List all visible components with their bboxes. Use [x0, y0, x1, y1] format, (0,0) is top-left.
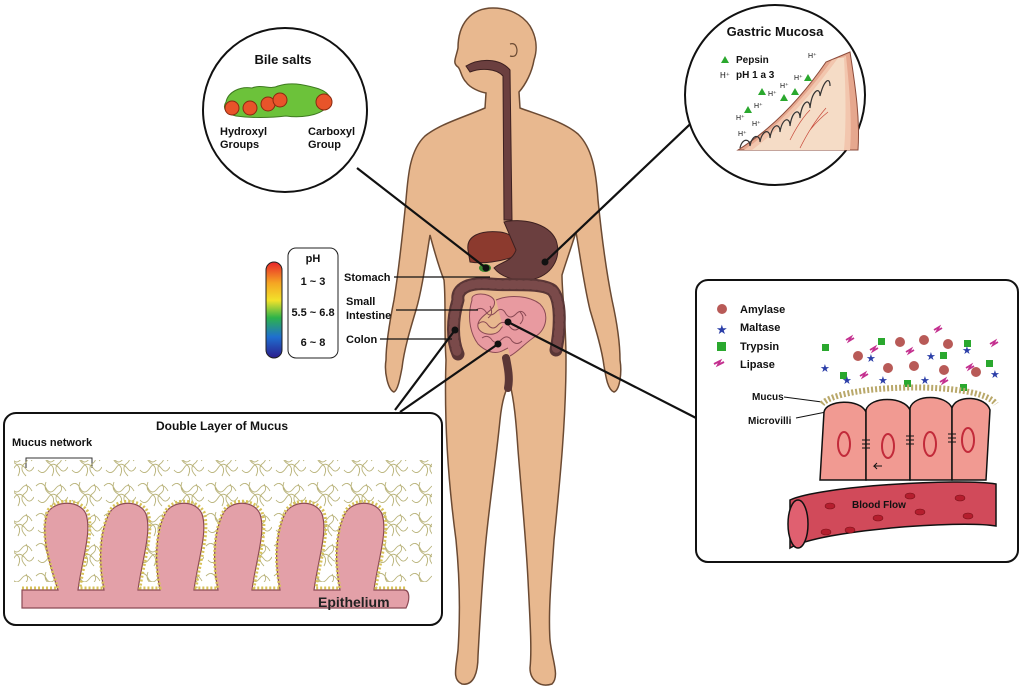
colon-label: Colon [346, 334, 377, 346]
h-ion-5: H⁺ [754, 102, 763, 110]
h-ion-1: H⁺ [808, 52, 817, 60]
pepsin-label: Pepsin [736, 55, 769, 66]
connector-lines [356, 109, 706, 421]
carboxyl-label-line1: Carboxyl [308, 126, 355, 138]
trypsin-label: Trypsin [740, 341, 779, 353]
h-ion-6: H⁺ [736, 114, 745, 122]
mucus-network-label: Mucus network [12, 437, 93, 449]
ph-colon-value: 6 ~ 8 [301, 337, 326, 349]
h-ion-2: H⁺ [794, 74, 803, 82]
enzyme-panel: Amylase ★ Maltase Trypsin Lipase ★★ ★★ ★… [695, 279, 1019, 563]
mucosa-tissue [736, 51, 860, 151]
organ-labels: Stomach Small Intestine Colon [344, 272, 490, 346]
blood-vessel: Blood Flow [787, 481, 997, 550]
svg-text:★: ★ [878, 375, 888, 387]
mucus-panel-title: Double Layer of Mucus [156, 419, 288, 433]
svg-text:★: ★ [962, 345, 972, 357]
h-ion-7: H⁺ [752, 120, 761, 128]
organ-dots [451, 258, 549, 348]
h-ion-legend: H⁺ [720, 71, 730, 80]
mucus-label: Mucus [752, 392, 784, 403]
svg-text:★: ★ [920, 375, 930, 387]
hydroxyl-label-line2: Groups [220, 139, 259, 151]
esophagus [465, 60, 513, 221]
ph-stomach-value: 1 ~ 3 [301, 276, 326, 288]
carboxyl-label-line2: Group [308, 139, 341, 151]
h-ion-8: H⁺ [738, 130, 747, 138]
stomach-label: Stomach [344, 272, 391, 284]
lipase-label: Lipase [740, 359, 775, 371]
small-intestine [469, 293, 547, 357]
svg-text:★: ★ [926, 351, 936, 363]
enzyme-particles: ★★ ★★ ★★ ★★ [820, 324, 1000, 391]
amylase-icon [717, 304, 727, 314]
ph-1-3-label: pH 1 a 3 [736, 70, 775, 81]
ph-value-box [287, 247, 339, 359]
gastric-mucosa-callout: Gastric Mucosa Pepsin H⁺ pH 1 a 3 H⁺ H⁺ … [684, 4, 866, 186]
svg-text:★: ★ [820, 363, 830, 375]
mucus-panel: Double Layer of Mucus Mucus network Epit… [3, 412, 443, 626]
small-intestine-label-line1: Small [346, 296, 375, 308]
svg-text:★: ★ [990, 369, 1000, 381]
ph-scale: pH 1 ~ 3 5.5 ~ 6.8 6 ~ 8 [265, 247, 339, 359]
small-intestine-label-line2: Intestine [346, 310, 391, 322]
gastric-mucosa-title: Gastric Mucosa [727, 24, 825, 39]
lipase-icon [713, 358, 725, 368]
bile-salts-title: Bile salts [254, 52, 311, 67]
maltase-icon: ★ [716, 322, 728, 337]
ph-small-intestine-value: 5.5 ~ 6.8 [291, 307, 334, 319]
svg-text:★: ★ [866, 353, 876, 365]
svg-text:★: ★ [842, 375, 852, 387]
pepsin-triangles [721, 56, 812, 113]
bile-salts-callout: Bile salts Hydroxyl Groups Carboxyl Grou… [202, 27, 368, 193]
epithelium-label: Epithelium [318, 594, 390, 610]
enzyme-legend: Amylase ★ Maltase Trypsin Lipase [713, 304, 785, 371]
trypsin-icon [717, 342, 726, 351]
villus-cells [819, 384, 999, 481]
ph-gradient-bar [265, 261, 283, 359]
h-ion-3: H⁺ [780, 82, 789, 90]
amylase-label: Amylase [740, 304, 785, 316]
blood-flow-label: Blood Flow [852, 500, 906, 511]
hydroxyl-label-line1: Hydroxyl [220, 126, 267, 138]
maltase-label: Maltase [740, 322, 780, 334]
microvilli-label: Microvilli [748, 416, 792, 427]
bile-salt-molecule [223, 83, 333, 118]
ph-title: pH [306, 253, 321, 265]
h-ion-4: H⁺ [768, 90, 777, 98]
